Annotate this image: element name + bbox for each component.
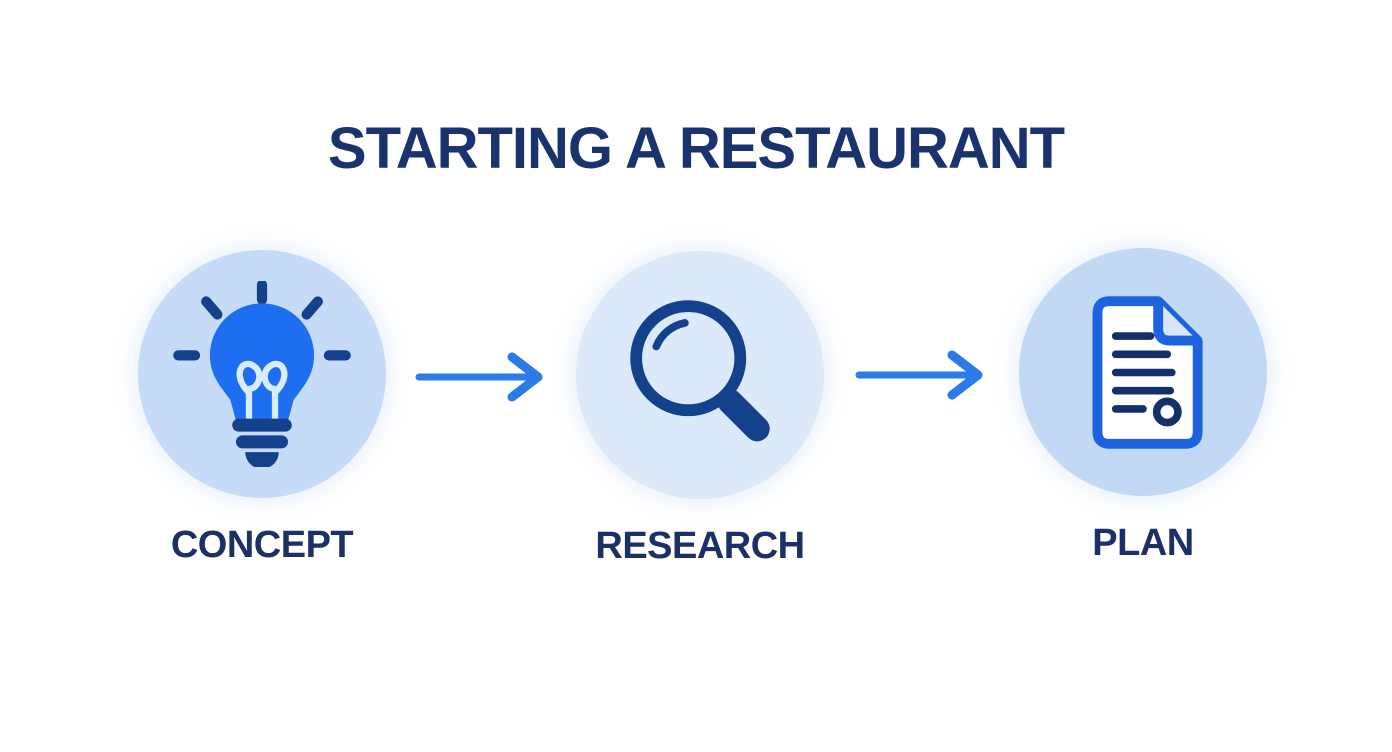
lightbulb-rays-icon <box>173 281 351 361</box>
document-seal-icon <box>1152 397 1182 426</box>
magnifier-icon <box>630 300 770 442</box>
step-plan: PLAN <box>1019 248 1267 565</box>
research-circle <box>576 251 824 499</box>
magnifier-handle <box>717 389 770 442</box>
page-title: STARTING A RESTAURANT <box>327 115 1065 181</box>
lightbulb-filament <box>236 360 288 422</box>
concept-label: CONCEPT <box>170 524 354 566</box>
plan-label: PLAN <box>1092 522 1194 564</box>
arrow-right-icon <box>855 350 983 400</box>
step-research: RESEARCH <box>576 251 824 568</box>
concept-circle <box>138 250 386 498</box>
lightbulb-base <box>232 418 292 467</box>
lightbulb-glass <box>209 303 315 421</box>
lightbulb-icon <box>173 281 351 467</box>
step-concept: CONCEPT <box>138 250 386 567</box>
magnifier-glint <box>652 319 689 351</box>
document-icon <box>1092 295 1203 449</box>
document-text-lines <box>1111 331 1176 413</box>
plan-circle <box>1019 248 1267 496</box>
research-label: RESEARCH <box>595 525 805 567</box>
arrow-right-icon <box>415 352 543 402</box>
magnifier-lens <box>630 300 747 417</box>
document-fold-outline <box>1153 300 1198 346</box>
